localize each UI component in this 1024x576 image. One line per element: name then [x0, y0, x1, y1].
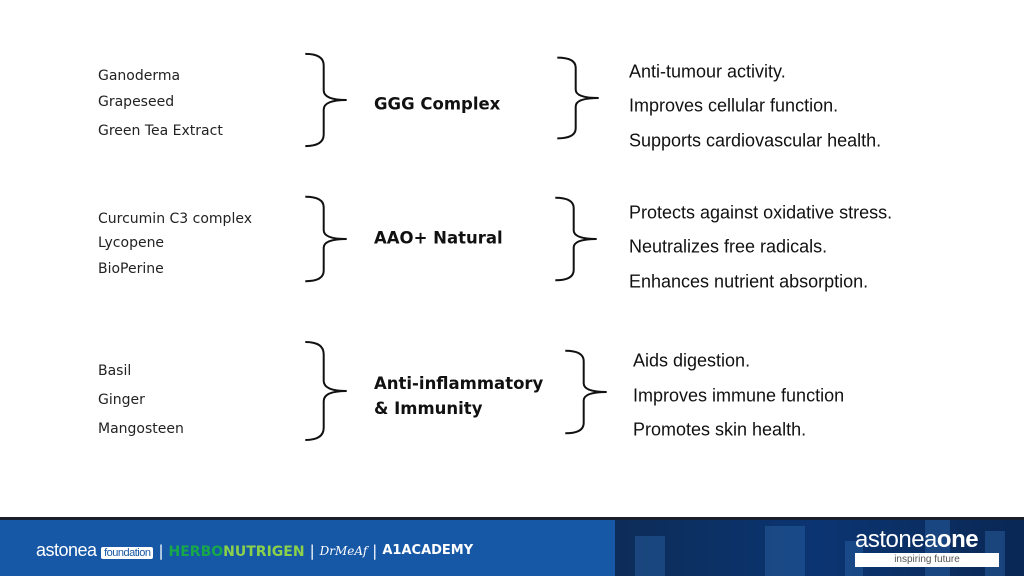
ingredient: Ganoderma — [98, 68, 181, 84]
benefit: Protects against oxidative stress. — [629, 202, 893, 223]
drmeaf-logo: DrMeAf — [319, 543, 368, 558]
group-label: GGG Complex — [374, 94, 501, 114]
benefit: Improves immune function — [633, 385, 845, 406]
left-brace — [303, 340, 349, 442]
tagline: inspiring future — [855, 553, 999, 567]
right-brace — [563, 349, 609, 435]
separator: | — [309, 541, 315, 560]
ingredient: Grapeseed — [98, 94, 175, 110]
left-brace — [303, 195, 349, 283]
benefit: Anti-tumour activity. — [629, 61, 786, 82]
group-label: AAO+ Natural — [374, 228, 503, 248]
benefit: Aids digestion. — [633, 350, 751, 371]
a1-academy-logo: A1ACADEMY — [382, 543, 474, 558]
right-brace — [553, 196, 599, 282]
separator: | — [372, 541, 378, 560]
herbonutrigen-logo: HERBONUTRIGEN — [168, 543, 305, 560]
benefit: Neutralizes free radicals. — [629, 236, 828, 257]
footer-banner: astonea foundation | HERBONUTRIGEN | DrM… — [0, 517, 1024, 576]
benefit: Promotes skin health. — [633, 419, 807, 440]
left-brace — [303, 52, 349, 148]
ingredient: Mangosteen — [98, 421, 184, 437]
ingredient: Green Tea Extract — [98, 123, 223, 139]
ingredient: Lycopene — [98, 235, 165, 251]
benefit: Supports cardiovascular health. — [629, 130, 882, 151]
ingredient: Curcumin C3 complex — [98, 211, 252, 227]
ingredient: Basil — [98, 363, 132, 379]
right-brace — [555, 56, 601, 140]
ingredient: Ginger — [98, 392, 145, 408]
ingredient: BioPerine — [98, 261, 164, 277]
astonea-foundation-logo: astonea foundation — [36, 540, 154, 561]
separator: | — [158, 541, 164, 560]
benefit: Improves cellular function. — [629, 95, 839, 116]
astonea-one-logo: astoneaone — [855, 526, 979, 553]
group-label: Anti-inflammatory& Immunity — [374, 374, 544, 418]
partner-logos: astonea foundation | HERBONUTRIGEN | DrM… — [36, 540, 473, 561]
benefit: Enhances nutrient absorption. — [629, 271, 869, 292]
